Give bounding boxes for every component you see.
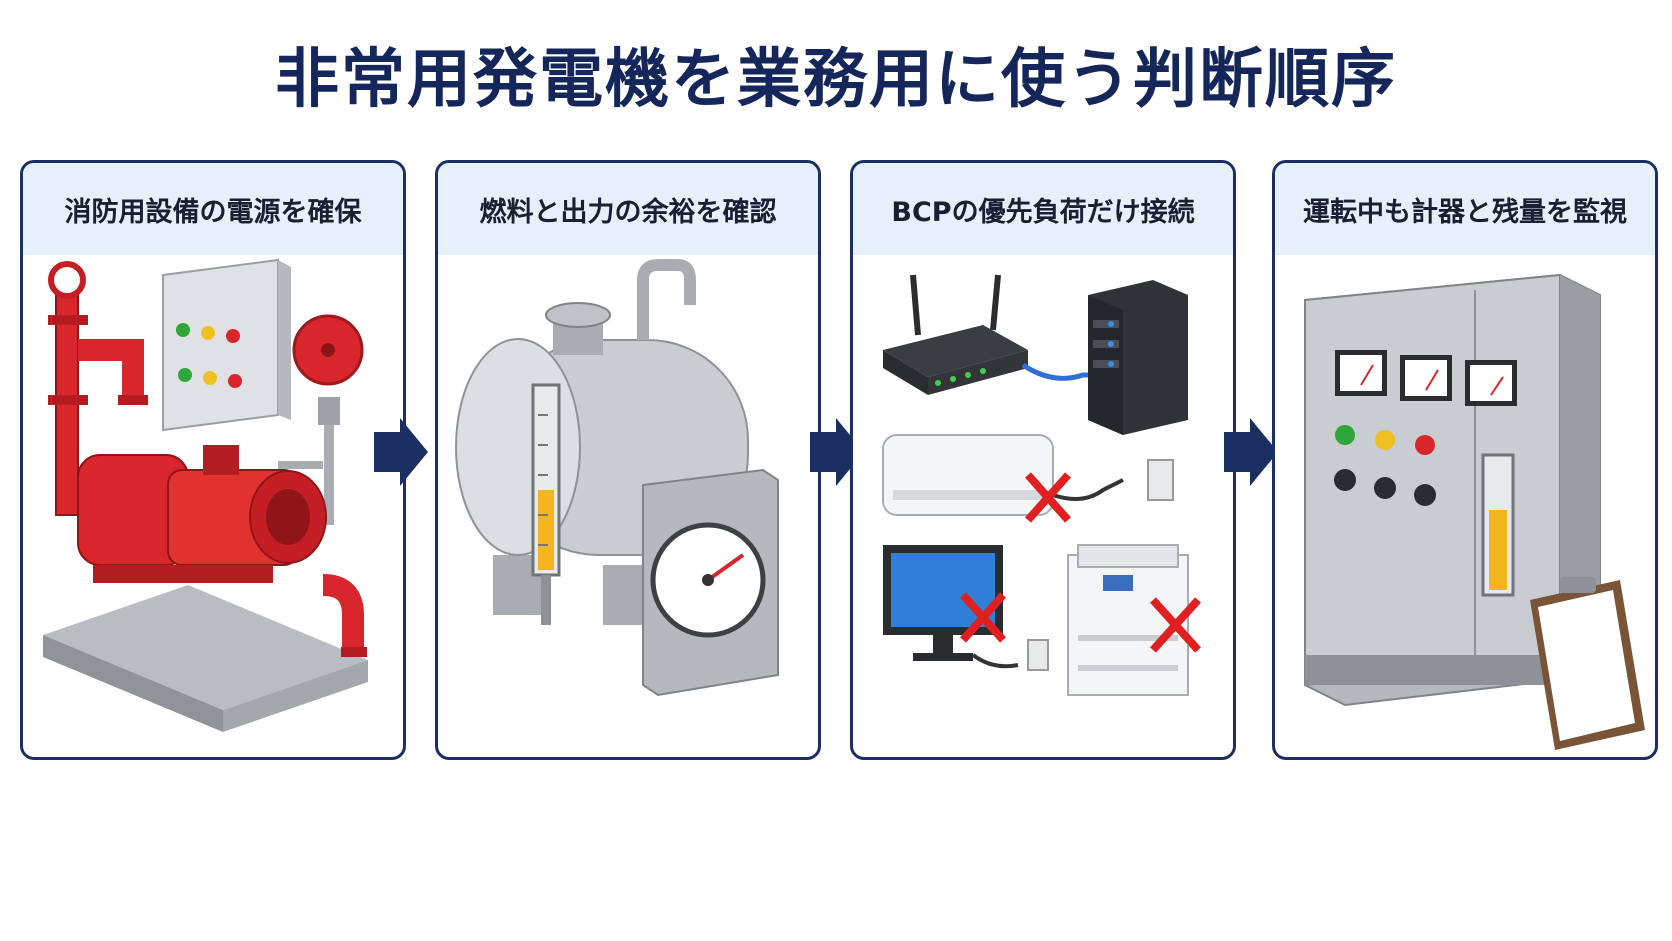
step-1-label: 消防用設備の電源を確保 (23, 163, 403, 255)
arrow-right-icon (1224, 418, 1278, 486)
cross-mark-icon (1150, 597, 1201, 653)
server-icon (1088, 280, 1188, 435)
priority-load-illustration (882, 274, 1201, 696)
level-gauge-icon (531, 383, 561, 625)
cross-mark-icon (1025, 472, 1071, 523)
air-conditioner-icon (882, 434, 1054, 516)
pressure-gauge-icon (642, 468, 779, 697)
power-plug-icon (1052, 459, 1174, 501)
level-gauge-icon (1481, 453, 1515, 597)
step-panel-4: 運転中も計器と残量を監視 (1272, 160, 1658, 760)
fire-pump-illustration (43, 258, 368, 732)
green-lamp-icon (1335, 425, 1355, 445)
cross-mark-icon (960, 592, 1006, 643)
power-plug-icon (971, 639, 1049, 671)
step-panel-2: 燃料と出力の余裕を確認 (435, 160, 821, 760)
control-box-icon (162, 258, 291, 432)
fuel-tank-illustration (455, 259, 779, 697)
step-4-label: 運転中も計器と残量を監視 (1275, 163, 1655, 255)
monitor-icon (883, 545, 1003, 661)
router-icon (883, 274, 1028, 395)
yellow-lamp-icon (1375, 430, 1395, 450)
arrow-right-icon (810, 418, 864, 486)
control-knob-icon (1334, 469, 1356, 491)
step-3-label: BCPの優先負荷だけ接続 (853, 163, 1233, 255)
fire-pump-icon (48, 261, 367, 657)
red-lamp-icon (1415, 435, 1435, 455)
control-knob-icon (1374, 477, 1396, 499)
step-panel-1: 消防用設備の電源を確保 (20, 160, 406, 760)
alarm-bell-icon (278, 314, 364, 525)
clipboard-icon (1530, 577, 1645, 750)
step-2-label: 燃料と出力の余裕を確認 (438, 163, 818, 255)
page-title: 非常用発電機を業務用に使う判断順序 (275, 43, 1397, 117)
arrow-right-icon (374, 418, 428, 486)
monitoring-illustration (1304, 273, 1645, 750)
control-knob-icon (1414, 484, 1436, 506)
step-panel-3: BCPの優先負荷だけ接続 (850, 160, 1236, 760)
analog-meter-icon (1335, 350, 1517, 406)
printer-icon (1067, 544, 1189, 696)
